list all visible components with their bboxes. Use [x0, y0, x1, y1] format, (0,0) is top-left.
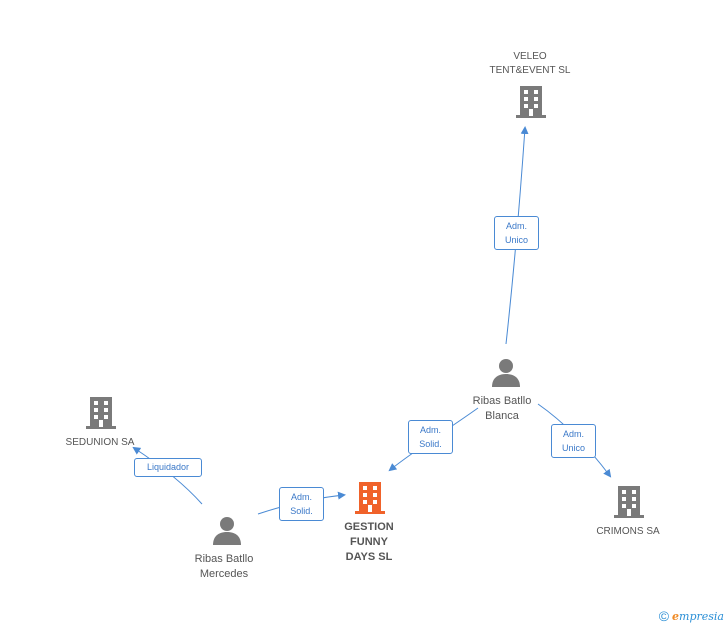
brand-watermark[interactable]: ©empresia: [659, 608, 724, 624]
building-icon: [516, 86, 546, 118]
edge-label-line: Unico: [561, 443, 585, 453]
edge-label-line: Adm.: [562, 429, 584, 439]
node-label-line: SEDUNION SA: [65, 437, 135, 448]
edge-label-line: Adm.: [505, 221, 527, 231]
edge-label-line: Adm.: [290, 492, 312, 502]
node-label-line: Ribas Batllo: [194, 553, 254, 565]
copyright-symbol: ©: [658, 608, 670, 624]
edge-label-line: Adm.: [419, 425, 441, 435]
building-icon: [614, 486, 644, 518]
node-label-line: GESTION: [344, 521, 394, 533]
edge-label-line: Solid.: [419, 439, 442, 449]
edge-label-mercedes-gestion: Adm. Solid.: [279, 487, 324, 521]
edge-label-line: Unico: [504, 235, 528, 245]
node-label-line: Mercedes: [199, 568, 249, 580]
node-label-ribas-blanca[interactable]: Ribas Batllo Blanca: [450, 394, 554, 424]
node-label-ribas-mercedes[interactable]: Ribas Batllo Mercedes: [172, 552, 276, 582]
edge-label-blanca-crimons: Adm. Unico: [551, 424, 596, 458]
node-label-line: TENT&EVENT SL: [489, 65, 571, 76]
node-label-crimons[interactable]: CRIMONS SA: [578, 525, 678, 539]
edge-label-line: Liquidador: [146, 462, 190, 472]
node-label-line: Blanca: [485, 410, 519, 422]
node-label-sedunion[interactable]: SEDUNION SA: [50, 436, 150, 450]
node-label-line: CRIMONS SA: [596, 526, 660, 537]
node-label-line: VELEO: [513, 51, 547, 62]
person-icon: [492, 359, 520, 387]
edge-label-line: Solid.: [290, 506, 313, 516]
node-label-gestion[interactable]: GESTION FUNNY DAYS SL: [330, 520, 408, 565]
edge-label-mercedes-sedunion: Liquidador: [134, 458, 202, 477]
person-icon: [213, 517, 241, 545]
edge-label-blanca-gestion: Adm. Solid.: [408, 420, 453, 454]
brand-name-initial: e: [672, 610, 680, 623]
edge-label-blanca-veleo: Adm. Unico: [494, 216, 539, 250]
building-icon: [355, 482, 385, 514]
node-label-line: FUNNY: [350, 536, 388, 548]
brand-name-rest: mpresia: [679, 610, 724, 623]
node-label-line: DAYS SL: [345, 551, 393, 563]
building-icon: [86, 397, 116, 429]
node-label-veleo[interactable]: VELEO TENT&EVENT SL: [470, 50, 590, 78]
node-label-line: Ribas Batllo: [472, 395, 532, 407]
